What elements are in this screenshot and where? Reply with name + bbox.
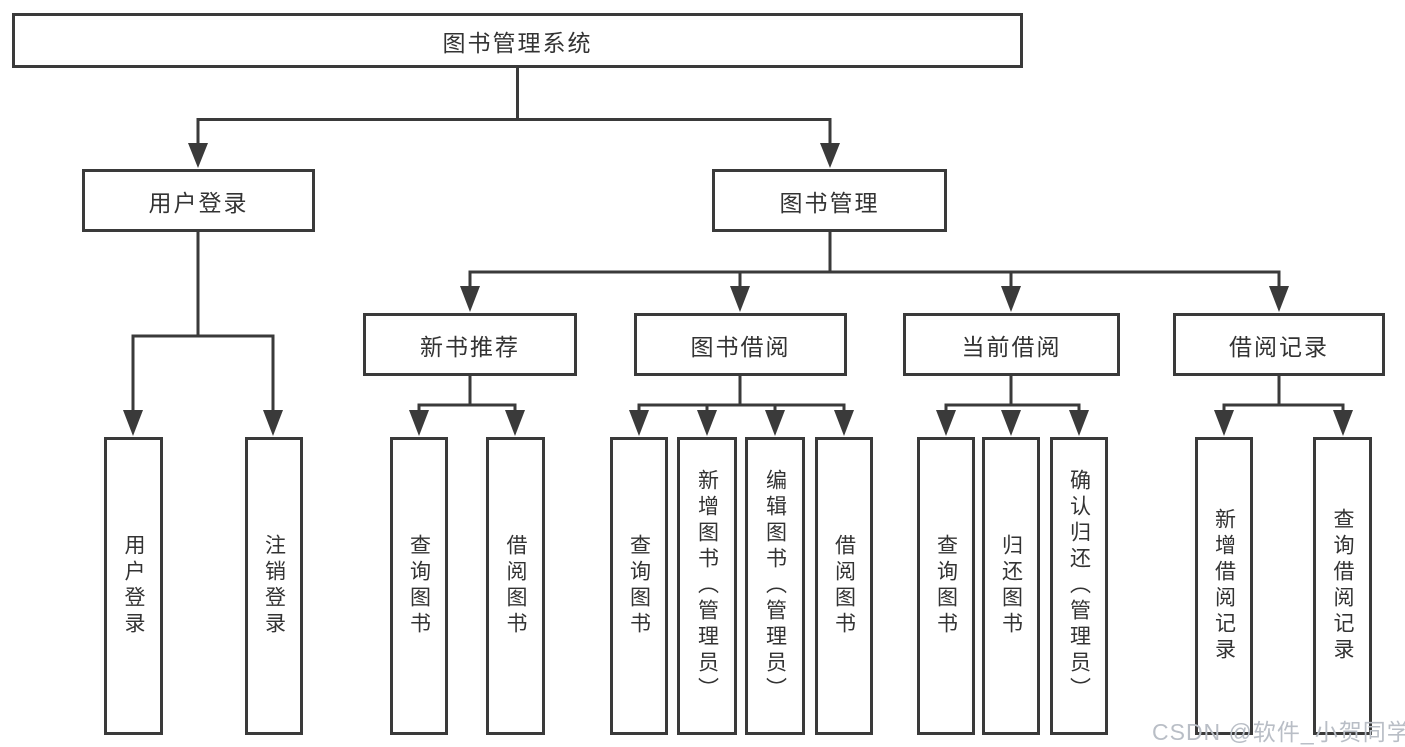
leaf-user-login: 用户登录	[104, 437, 163, 735]
csdn-watermark: CSDN @软件_小贺同学	[1152, 719, 1405, 745]
arrowheads	[123, 143, 1353, 436]
node-borrowing-records: 借阅记录	[1173, 313, 1385, 376]
leaf-query-borrow-record: 查询借阅记录	[1313, 437, 1372, 735]
leaf-query-books-recommend: 查询图书	[390, 437, 448, 735]
node-book-borrowing: 图书借阅	[634, 313, 847, 376]
leaf-return-book: 归还图书	[982, 437, 1040, 735]
leaf-borrow-books-borrowing: 借阅图书	[815, 437, 873, 735]
leaf-logout: 注销登录	[245, 437, 303, 735]
node-user-login: 用户登录	[82, 169, 315, 232]
leaf-add-borrow-record: 新增借阅记录	[1195, 437, 1253, 735]
node-new-book-recommend: 新书推荐	[363, 313, 577, 376]
leaf-query-books-current: 查询图书	[917, 437, 975, 735]
leaf-add-book-admin: 新增图书（管理员）	[677, 437, 737, 735]
leaf-query-books-borrowing: 查询图书	[610, 437, 668, 735]
leaf-edit-book-admin: 编辑图书（管理员）	[745, 437, 805, 735]
leaf-borrow-books-recommend: 借阅图书	[486, 437, 545, 735]
leaf-confirm-return-admin: 确认归还（管理员）	[1050, 437, 1108, 735]
node-book-management: 图书管理	[712, 169, 947, 232]
node-root-system: 图书管理系统	[12, 13, 1023, 68]
node-current-borrowing: 当前借阅	[903, 313, 1120, 376]
